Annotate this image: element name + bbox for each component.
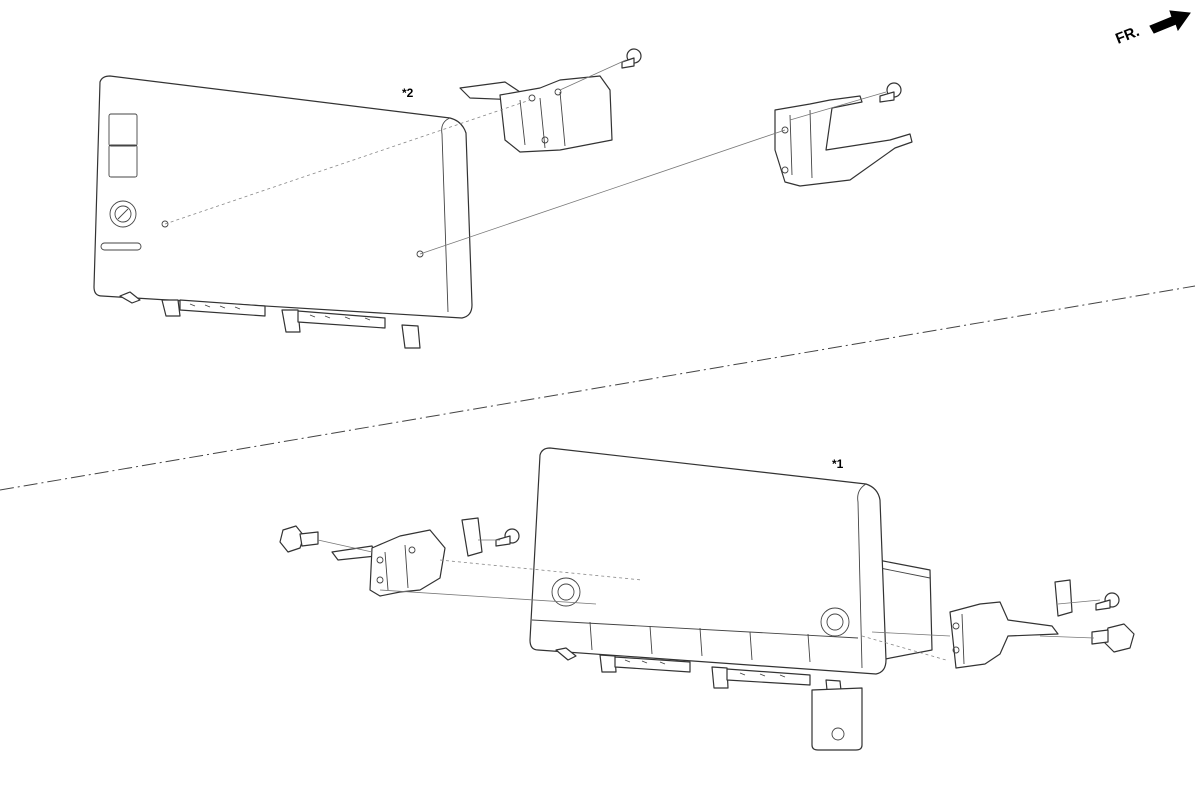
upper-screw-2 <box>879 82 902 103</box>
lower-screw-1 <box>495 528 520 547</box>
lower-right-bracket <box>949 579 1073 669</box>
front-direction-label: FR. <box>1113 23 1142 48</box>
lower-display-unit <box>529 447 887 751</box>
lower-bolt-1 <box>279 525 319 553</box>
front-direction-indicator: FR. <box>1113 10 1191 48</box>
upper-assembly <box>93 48 913 349</box>
lower-bolt-2 <box>1091 623 1135 653</box>
callout-lower-unit: *1 <box>832 457 844 471</box>
section-divider-line <box>0 285 1196 491</box>
upper-left-bracket <box>459 75 613 153</box>
knob-icon <box>109 200 137 228</box>
lower-left-bracket <box>331 517 483 597</box>
callout-upper-unit: *2 <box>402 86 414 100</box>
lower-assembly <box>279 447 1135 751</box>
upper-screw-1 <box>621 48 642 69</box>
right-knob-icon <box>820 607 850 637</box>
left-knob-icon <box>551 577 581 607</box>
upper-right-bracket <box>774 95 913 187</box>
lower-screw-2 <box>1095 592 1120 611</box>
upper-display-unit <box>93 75 473 349</box>
arrow-right-icon <box>1149 10 1191 34</box>
